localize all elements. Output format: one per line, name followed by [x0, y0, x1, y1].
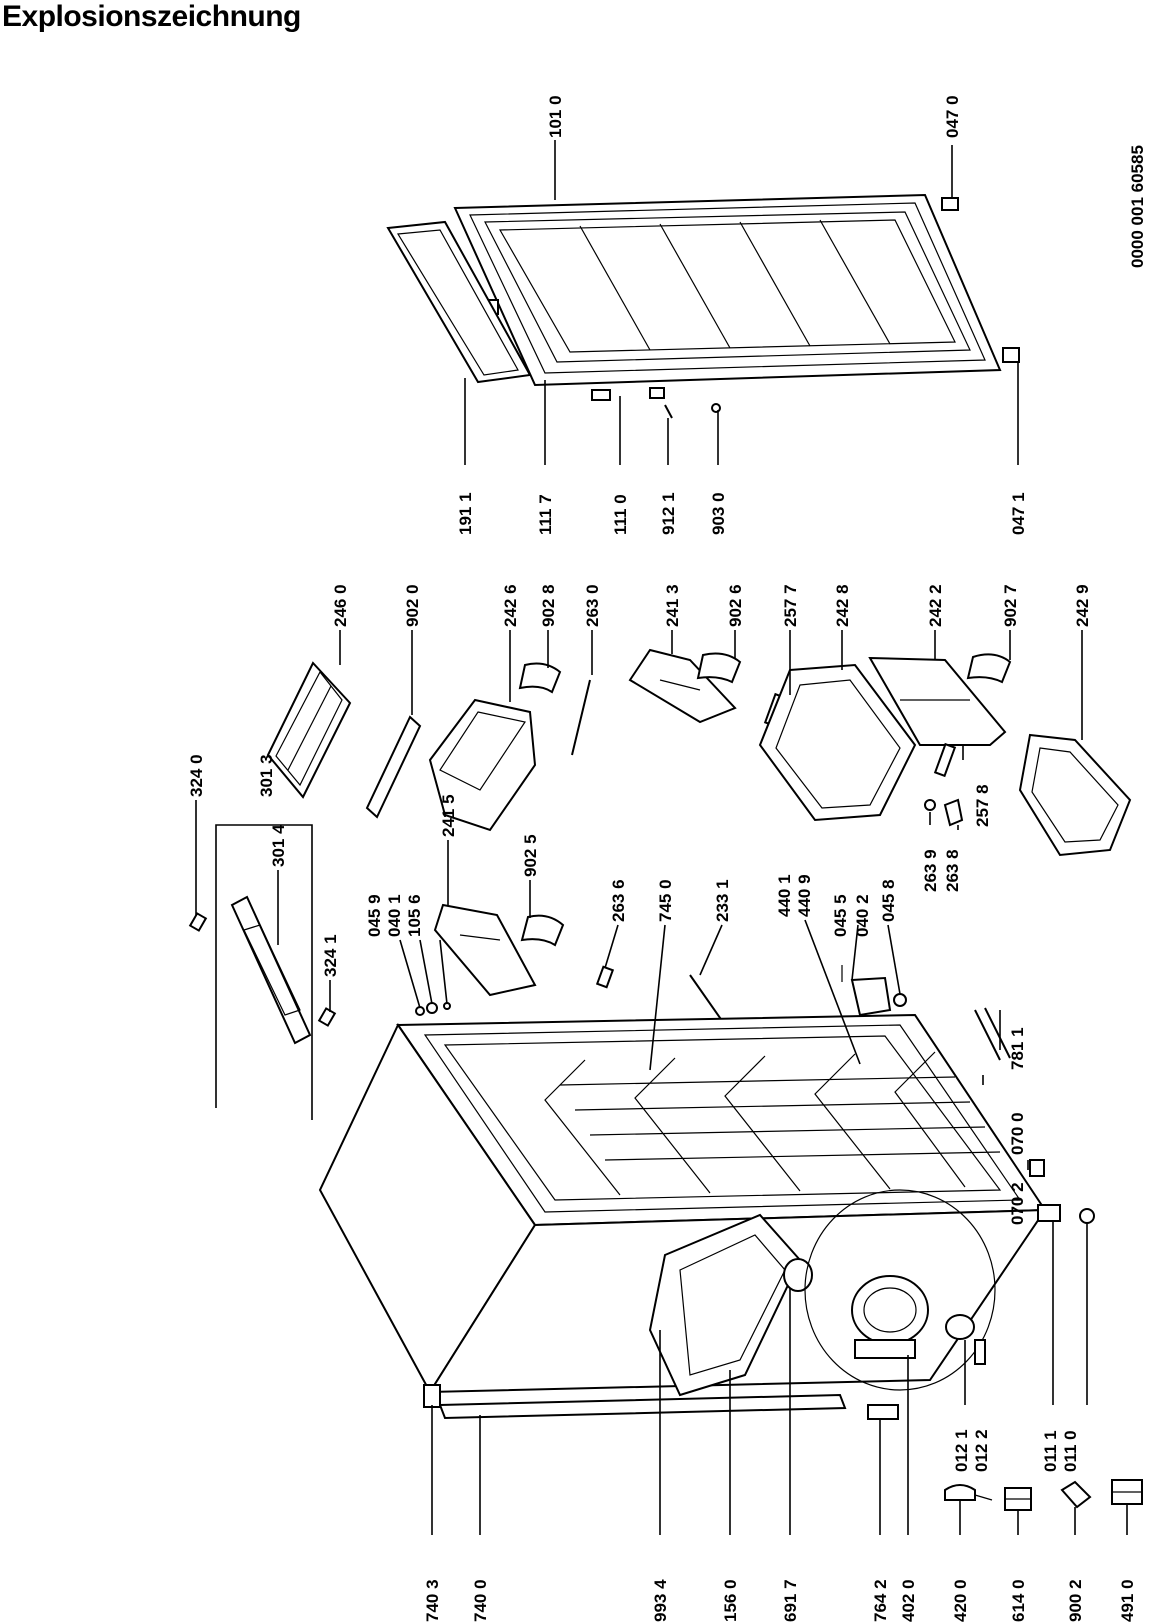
label-191-1: 191 1	[456, 492, 475, 535]
label-740-3: 740 3	[423, 1579, 442, 1622]
label-324-0: 324 0	[187, 754, 206, 797]
label-902-8: 902 8	[539, 584, 558, 627]
door-gasket	[386, 220, 532, 384]
evaporator-grid	[544, 1051, 1001, 1196]
label-047-0: 047 0	[943, 95, 962, 138]
label-491-0: 491 0	[1118, 1579, 1137, 1622]
label-301-3: 301 3	[257, 754, 276, 797]
label-740-0: 740 0	[471, 1579, 490, 1622]
label-241-5: 241 5	[439, 794, 458, 837]
document-number: 0000 001 60585	[1128, 145, 1147, 268]
label-902-0: 902 0	[403, 584, 422, 627]
label-440-9: 440 9	[795, 874, 814, 917]
label-263-8: 263 8	[943, 849, 962, 892]
label-912-1: 912 1	[659, 492, 678, 535]
label-012-2: 012 2	[972, 1429, 991, 1472]
label-040-2: 040 2	[853, 894, 872, 937]
label-070-0: 070 0	[1008, 1112, 1027, 1155]
label-324-1: 324 1	[321, 934, 340, 977]
label-420-0: 420 0	[951, 1579, 970, 1622]
label-745-0: 745 0	[656, 879, 675, 922]
page-title: Explosionszeichnung	[2, 0, 301, 33]
label-242-8: 242 8	[833, 584, 852, 627]
bottom-accessories	[944, 1479, 1143, 1511]
door-assembly	[386, 193, 1020, 419]
door-hinge-top	[941, 197, 959, 211]
label-263-0: 263 0	[583, 584, 602, 627]
label-156-0: 156 0	[721, 1579, 740, 1622]
door-hinge-bottom	[1002, 347, 1020, 363]
label-263-6: 263 6	[609, 879, 628, 922]
control-and-compressor	[648, 1007, 1095, 1420]
label-257-7: 257 7	[781, 584, 800, 627]
label-242-2: 242 2	[926, 584, 945, 627]
leader-lines	[195, 140, 1128, 1535]
label-111-7: 111 7	[536, 494, 555, 535]
label-902-6: 902 6	[726, 584, 745, 627]
label-047-1: 047 1	[1009, 492, 1028, 535]
label-011-1: 011 1	[1041, 1430, 1060, 1472]
label-011-0: 011 0	[1061, 1430, 1080, 1472]
label-040-1: 040 1	[385, 894, 404, 937]
label-012-1: 012 1	[952, 1429, 971, 1472]
handle-group-301	[188, 824, 337, 1120]
label-781-1: 781 1	[1008, 1027, 1027, 1070]
label-691-7: 691 7	[781, 1579, 800, 1622]
label-241-3: 241 3	[663, 584, 682, 627]
label-101-0: 101 0	[546, 95, 565, 138]
label-257-8: 257 8	[973, 784, 992, 827]
label-900-2: 900 2	[1066, 1579, 1085, 1622]
label-440-1: 440 1	[775, 874, 794, 917]
label-614-0: 614 0	[1009, 1579, 1028, 1622]
label-242-6: 242 6	[501, 584, 520, 627]
label-263-9: 263 9	[921, 849, 940, 892]
label-902-5: 902 5	[521, 834, 540, 877]
label-233-1: 233 1	[713, 879, 732, 922]
label-242-9: 242 9	[1073, 584, 1092, 627]
label-993-4: 993 4	[651, 1579, 670, 1622]
label-301-4: 301 4	[269, 824, 288, 867]
label-246-0: 246 0	[331, 584, 350, 627]
label-105-6: 105 6	[405, 894, 424, 937]
label-902-7: 902 7	[1001, 584, 1020, 627]
label-402-0: 402 0	[899, 1579, 918, 1622]
shelves-and-drawers	[266, 648, 1132, 857]
label-045-5: 045 5	[831, 894, 850, 937]
label-070-2: 070 2	[1008, 1182, 1027, 1225]
label-764-2: 764 2	[871, 1579, 890, 1622]
label-045-9: 045 9	[365, 894, 384, 937]
part-labels: 101 0 047 0 0000 001 60585 191 1 111 7 1…	[187, 95, 1147, 1622]
label-111-0: 111 0	[611, 494, 630, 535]
label-045-8: 045 8	[879, 879, 898, 922]
label-903-0: 903 0	[709, 492, 728, 535]
